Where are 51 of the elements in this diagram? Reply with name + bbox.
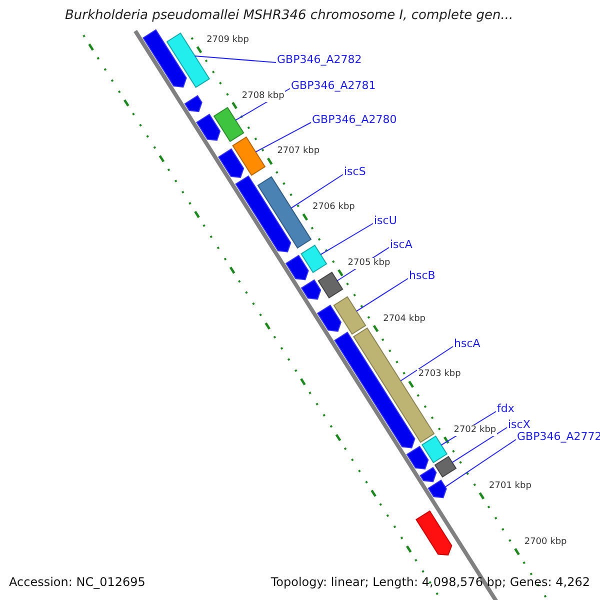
leader-line	[356, 278, 408, 312]
footer-text: Topology: linear; Length: 4,098,576 bp; Genes: 4,262	[270, 574, 590, 590]
gene-label: GBP346_A2780	[312, 112, 397, 126]
gene-feature	[235, 175, 292, 252]
gene-feature	[316, 304, 342, 332]
gene-label: iscU	[374, 214, 397, 226]
gene-feature	[196, 114, 221, 141]
gene-bar	[421, 436, 448, 464]
scale-label: 2709 kbp	[206, 34, 250, 46]
scale-label: 2702 kbp	[452, 425, 498, 436]
gene-bar	[434, 456, 457, 478]
scale-label: 2708 kbp	[240, 90, 286, 102]
gene-label: GBP346_A2781	[291, 78, 376, 92]
gene-label: iscX	[508, 418, 530, 430]
gene-bar	[257, 176, 312, 249]
scale-label: 2700 kbp	[523, 536, 568, 548]
gene-feature	[300, 279, 322, 300]
gene-bar	[300, 244, 328, 274]
gene-feature	[406, 446, 429, 470]
scale-label: 2704 kbp	[382, 314, 427, 325]
gene-feature	[285, 254, 309, 280]
gene-label: fdx	[497, 402, 514, 414]
leader-line	[400, 346, 454, 382]
gene-label: iscS	[344, 164, 366, 178]
scale-label: 2706 kbp	[311, 202, 356, 214]
gene-feature	[428, 480, 447, 498]
gene-feature	[416, 510, 452, 556]
gene-bar	[213, 106, 244, 142]
leader-line	[194, 56, 276, 63]
gene-feature	[334, 332, 416, 448]
gene-feature	[184, 95, 202, 112]
gene-label: hscA	[454, 336, 480, 350]
scale-label: 2703 kbp	[417, 369, 462, 380]
scale-label: 2707 kbp	[276, 146, 321, 158]
gene-bar	[333, 296, 366, 335]
leader-line	[444, 439, 516, 488]
gene-label: iscA	[390, 238, 412, 250]
gene-label: hscB	[409, 268, 436, 282]
leader-line	[452, 427, 508, 463]
scale-label: 2701 kbp	[488, 480, 532, 492]
gene-feature	[142, 29, 187, 88]
leader-line	[320, 223, 374, 256]
gene-label: GBP346_A2782	[277, 52, 362, 66]
leader-line	[290, 174, 344, 209]
footer-text: Accession: NC_012695	[9, 574, 146, 590]
gene-bar	[318, 272, 344, 298]
gene-bar	[232, 136, 266, 176]
gene-feature	[218, 148, 244, 178]
gene-feature	[420, 466, 437, 482]
scale-label: 2705 kbp	[346, 258, 392, 269]
leader-line	[255, 122, 312, 152]
